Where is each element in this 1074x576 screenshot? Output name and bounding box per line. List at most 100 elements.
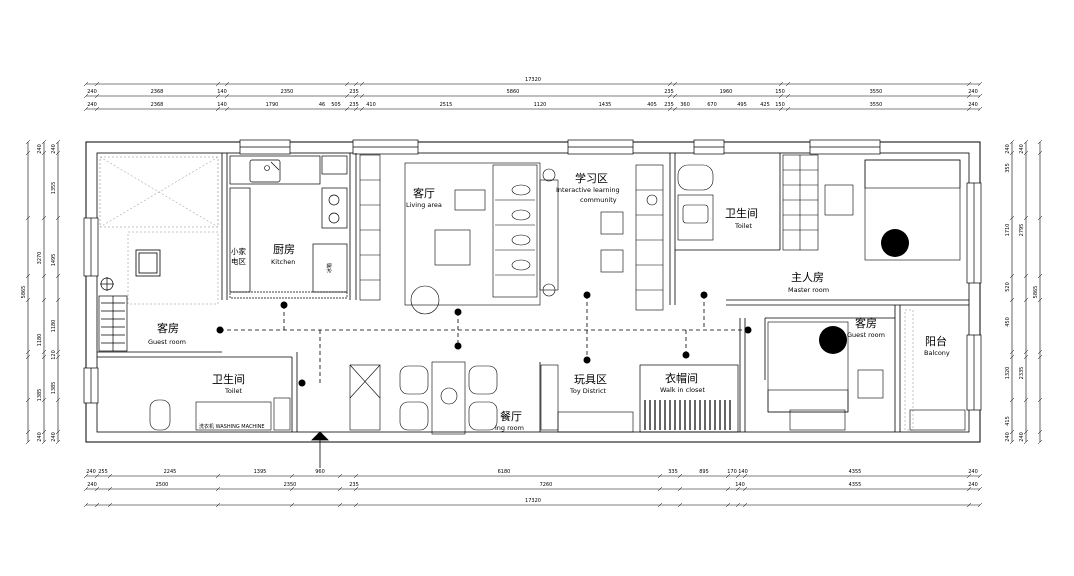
- room-label-en: Kitchen: [271, 258, 295, 266]
- dimension-tick: [1037, 150, 1043, 156]
- dim-label: 1180: [37, 334, 43, 347]
- dim-label: 2368: [151, 89, 164, 95]
- dim-label: 450: [1005, 317, 1011, 327]
- dim-label: 150: [775, 89, 785, 95]
- dim-label: 520: [1005, 282, 1011, 292]
- dimension-tick: [25, 273, 31, 279]
- toy-district: 玩具区 Toy District: [540, 364, 634, 433]
- dimension-tick: [1023, 397, 1029, 403]
- dimension-tick: [224, 81, 230, 87]
- left-dimension-labels: 5865 240 3270 1180 1385 240 240 1355 149…: [21, 144, 57, 442]
- dimension-tick: [359, 93, 365, 99]
- right-dimension-labels: 240 355 1710 520 450 1320 415 240 240 27…: [1005, 144, 1039, 442]
- dim-label: 170: [727, 469, 737, 475]
- dimension-tick: [41, 139, 47, 145]
- light-point: [216, 326, 224, 334]
- dim-label: 5860: [507, 89, 520, 95]
- dimension-tick: [778, 106, 784, 112]
- dimension-tick: [344, 93, 350, 99]
- washer-label: 洗衣机 WASHING MACHINE: [199, 423, 265, 430]
- dimension-tick: [83, 502, 89, 508]
- light-point: [744, 326, 752, 334]
- dimension-tick: [1037, 354, 1043, 360]
- dim-label: 1120: [534, 102, 547, 108]
- room-label-en: Living area: [406, 201, 442, 209]
- toilet-right: 卫生间 Toilet: [677, 164, 758, 241]
- dim-label: 240: [87, 482, 97, 488]
- dim-label: 240: [968, 482, 978, 488]
- dimension-tick: [41, 429, 47, 435]
- windows: [83, 139, 982, 411]
- dim-label: 360: [680, 102, 690, 108]
- dimension-tick: [55, 273, 61, 279]
- dimension-tick: [25, 150, 31, 156]
- dimension-tick: [224, 93, 230, 99]
- exterior-walls: [85, 141, 981, 443]
- dimension-tick: [1023, 150, 1029, 156]
- dim-right-total: 5865: [1033, 286, 1039, 299]
- dim-label: 140: [735, 482, 745, 488]
- dim-label: 405: [647, 102, 657, 108]
- dimension-tick: [107, 473, 113, 479]
- dimension-tick: [55, 429, 61, 435]
- sink-icon: [264, 165, 270, 171]
- dim-label: 1385: [37, 389, 43, 402]
- dimension-tick: [359, 106, 365, 112]
- entrance-arrow-icon: [311, 431, 329, 468]
- light-point: [298, 379, 306, 387]
- dimension-tick: [25, 215, 31, 221]
- room-label-cn: 客房: [157, 321, 179, 335]
- dim-label: 960: [315, 469, 325, 475]
- dimension-tick: [1023, 273, 1029, 279]
- fridge-label: 冰箱: [326, 263, 333, 273]
- dim-label: 235: [349, 102, 359, 108]
- dimension-tick: [725, 502, 731, 508]
- dimension-tick: [83, 473, 89, 479]
- room-label-cn: 卫生间: [212, 372, 245, 386]
- dim-label: 240: [968, 102, 978, 108]
- balcony: 阳台 Balcony: [904, 309, 966, 431]
- dimension-tick: [353, 486, 359, 492]
- light-point: [454, 342, 462, 350]
- dimension-tick: [778, 81, 784, 87]
- dimension-tick: [725, 473, 731, 479]
- dimension-tick: [966, 473, 972, 479]
- plant-icon: [511, 184, 531, 271]
- dimension-tick: [977, 93, 983, 99]
- dim-label: 895: [699, 469, 709, 475]
- fan-icon: [542, 168, 658, 297]
- dimension-tick: [677, 473, 683, 479]
- dim-label: 1180: [51, 320, 57, 333]
- dim-label: 3550: [870, 102, 883, 108]
- dim-label: 1710: [1005, 224, 1011, 237]
- dimension-tick: [289, 486, 295, 492]
- dimension-tick: [55, 215, 61, 221]
- dimension-tick: [25, 397, 31, 403]
- left-dimension-lines: [25, 139, 61, 445]
- room-label-cn: 玩具区: [574, 373, 607, 386]
- dimension-tick: [977, 106, 983, 112]
- dimension-tick: [83, 81, 89, 87]
- dim-label: 240: [1005, 432, 1011, 442]
- light-point: [280, 301, 288, 309]
- dimension-tick: [966, 486, 972, 492]
- dimension-tick: [83, 93, 89, 99]
- dim-label: 425: [760, 102, 770, 108]
- dimension-tick: [742, 502, 748, 508]
- dimension-tick: [1009, 273, 1015, 279]
- dim-label: 7260: [540, 482, 553, 488]
- dimension-tick: [1023, 139, 1029, 145]
- dimension-tick: [215, 106, 221, 112]
- dimension-tick: [966, 93, 972, 99]
- room-label-cn: 厨房: [273, 243, 295, 256]
- dimension-tick: [966, 81, 972, 87]
- light-point: [454, 308, 462, 316]
- room-label-cn: 餐厅: [500, 409, 522, 423]
- room-label-en: Balcony: [924, 349, 950, 357]
- dimension-tick: [1023, 297, 1029, 303]
- dimension-tick: [735, 486, 741, 492]
- dimension-tick: [1023, 439, 1029, 445]
- dim-label: 1790: [266, 102, 279, 108]
- dimension-tick: [55, 297, 61, 303]
